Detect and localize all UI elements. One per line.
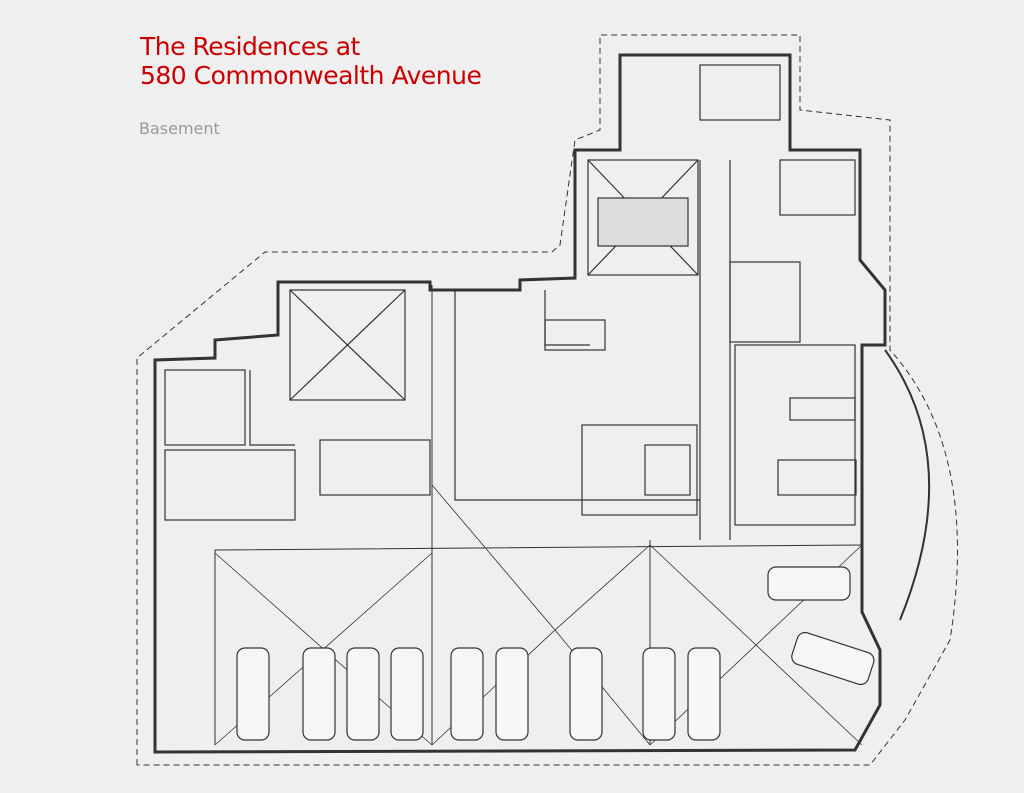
title-line-2: 580 Commonwealth Avenue: [140, 61, 482, 90]
car: [390, 647, 424, 741]
car: [767, 566, 851, 601]
property-line: [136, 34, 958, 766]
car: [687, 647, 721, 741]
garage-bay: [214, 285, 863, 745]
exterior-wall: [153, 53, 887, 754]
car: [569, 647, 603, 741]
parked-cars: [236, 566, 875, 741]
curved-bay: [884, 349, 931, 621]
car: [642, 647, 676, 741]
car: [236, 647, 270, 741]
car: [450, 647, 484, 741]
title-line-1: The Residences at: [140, 32, 360, 61]
building-title: The Residences at 580 Commonwealth Avenu…: [140, 32, 482, 90]
floor-label: Basement: [139, 119, 220, 138]
car: [495, 647, 529, 741]
car: [346, 647, 380, 741]
interior-rooms: [164, 64, 857, 540]
car: [791, 631, 875, 686]
car: [302, 647, 336, 741]
